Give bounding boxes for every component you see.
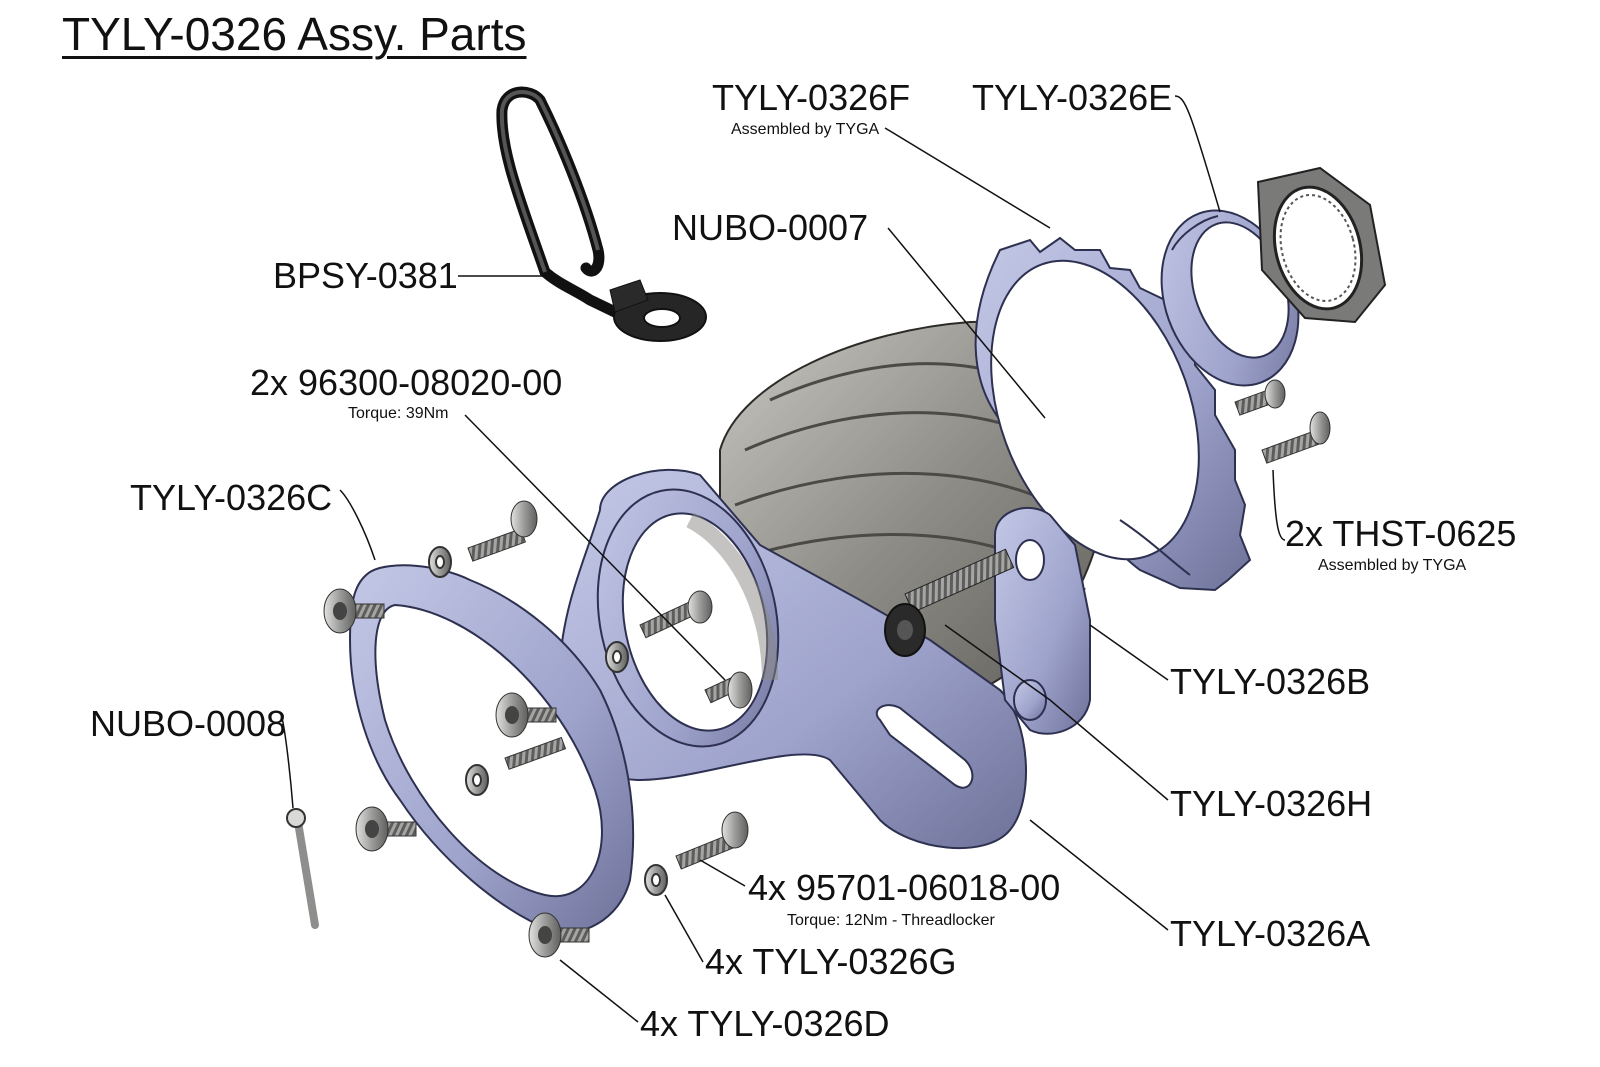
label-tyly-0326b: TYLY-0326B: [1170, 661, 1371, 702]
note-tyly-0326f: Assembled by TYGA: [731, 121, 880, 138]
label-bpsy-0381: BPSY-0381: [273, 255, 458, 296]
label-tyly-0326f: TYLY-0326F: [712, 77, 911, 118]
label-tyly-0326d: 4x TYLY-0326D: [640, 1003, 890, 1044]
note-bolt-95701: Torque: 12Nm - Threadlocker: [787, 912, 995, 929]
label-tyly-0326e: TYLY-0326E: [972, 77, 1173, 118]
label-tyly-0326h: TYLY-0326H: [1170, 783, 1373, 824]
label-tyly-0326a: TYLY-0326A: [1170, 913, 1371, 954]
nubo-0008-pin: [286, 808, 319, 929]
tyly-0326f-ring: [974, 236, 1252, 592]
nut: [1256, 166, 1387, 324]
tyly-0326g-washers: [428, 546, 668, 896]
leader-lines: [281, 95, 1286, 1023]
label-nubo-0008: NUBO-0008: [90, 703, 287, 744]
thst-0625-bolts: [1234, 379, 1331, 464]
label-tyly-0326g: 4x TYLY-0326G: [705, 941, 957, 982]
bolt-95701: [675, 811, 749, 870]
label-thst-0625: 2x THST-0625: [1285, 513, 1517, 554]
diagram-title: TYLY-0326 Assy. Parts: [62, 8, 527, 60]
note-bolt-96300: Torque: 39Nm: [348, 405, 449, 422]
note-thst-0625: Assembled by TYGA: [1318, 557, 1467, 574]
bolt-top-left: [467, 500, 538, 562]
bolts-96300: [639, 590, 753, 709]
label-nubo-0007: NUBO-0007: [672, 207, 869, 248]
label-bolt-95701: 4x 95701-06018-00: [748, 867, 1061, 908]
label-tyly-0326c: TYLY-0326C: [130, 477, 333, 518]
bpsy-0381-clip: [496, 86, 707, 342]
tyly-0326c-plate: [348, 564, 635, 934]
tyly-0326d-pins: [323, 588, 590, 958]
label-bolt-96300: 2x 96300-08020-00: [250, 362, 563, 403]
